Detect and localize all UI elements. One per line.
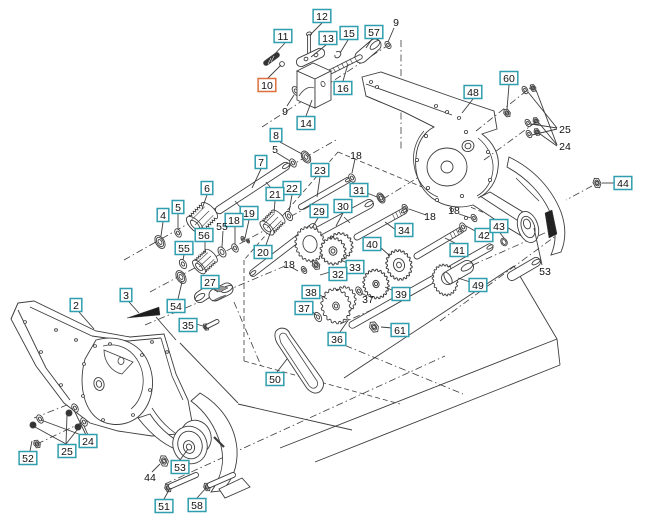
svg-text:37: 37 <box>362 294 374 306</box>
svg-text:40: 40 <box>366 239 378 251</box>
svg-text:35: 35 <box>182 320 194 332</box>
svg-text:49: 49 <box>472 280 484 292</box>
svg-text:9: 9 <box>282 106 288 118</box>
svg-text:33: 33 <box>349 262 361 274</box>
svg-text:11: 11 <box>278 31 289 43</box>
svg-text:25: 25 <box>61 446 73 458</box>
svg-text:18: 18 <box>350 150 362 162</box>
svg-text:44: 44 <box>617 178 629 190</box>
svg-text:9: 9 <box>393 17 399 29</box>
svg-text:38: 38 <box>305 287 317 299</box>
svg-text:18: 18 <box>283 259 295 271</box>
svg-text:13: 13 <box>322 33 334 45</box>
svg-text:60: 60 <box>503 73 515 85</box>
svg-text:44: 44 <box>144 472 156 484</box>
svg-text:25: 25 <box>559 124 571 136</box>
svg-text:18: 18 <box>228 215 240 227</box>
svg-text:21: 21 <box>269 189 281 201</box>
svg-text:18: 18 <box>448 205 460 217</box>
svg-text:12: 12 <box>316 11 328 23</box>
svg-text:51: 51 <box>158 501 170 513</box>
svg-text:18: 18 <box>424 211 436 223</box>
svg-text:32: 32 <box>332 269 344 281</box>
svg-text:29: 29 <box>313 206 325 218</box>
svg-text:61: 61 <box>394 325 406 337</box>
svg-text:55: 55 <box>216 221 228 233</box>
svg-text:19: 19 <box>243 208 255 220</box>
svg-text:48: 48 <box>467 87 479 99</box>
svg-text:24: 24 <box>82 436 94 448</box>
svg-text:22: 22 <box>286 183 298 195</box>
svg-text:16: 16 <box>337 83 349 95</box>
svg-text:57: 57 <box>368 27 380 39</box>
svg-text:52: 52 <box>22 453 34 465</box>
svg-text:14: 14 <box>300 118 312 130</box>
svg-text:3: 3 <box>123 290 129 302</box>
svg-text:31: 31 <box>353 185 365 197</box>
svg-text:23: 23 <box>314 165 326 177</box>
svg-text:27: 27 <box>204 277 216 289</box>
svg-text:50: 50 <box>269 374 281 386</box>
svg-text:10: 10 <box>261 80 273 92</box>
svg-text:5: 5 <box>272 144 278 156</box>
svg-text:6: 6 <box>204 183 210 195</box>
svg-text:53: 53 <box>539 266 551 278</box>
svg-text:36: 36 <box>331 334 343 346</box>
svg-text:43: 43 <box>493 221 505 233</box>
svg-text:42: 42 <box>478 230 490 242</box>
svg-text:54: 54 <box>170 301 182 313</box>
svg-text:55: 55 <box>178 243 190 255</box>
svg-text:15: 15 <box>343 28 355 40</box>
svg-text:58: 58 <box>191 500 203 512</box>
svg-text:2: 2 <box>73 300 79 312</box>
svg-text:37: 37 <box>298 303 310 315</box>
svg-text:20: 20 <box>257 247 269 259</box>
svg-text:8: 8 <box>273 130 279 142</box>
svg-text:41: 41 <box>453 245 465 257</box>
svg-text:4: 4 <box>160 210 166 222</box>
svg-text:53: 53 <box>174 462 186 474</box>
svg-text:5: 5 <box>175 202 181 214</box>
svg-text:24: 24 <box>559 141 571 153</box>
svg-text:39: 39 <box>395 289 407 301</box>
svg-text:7: 7 <box>258 157 264 169</box>
svg-text:34: 34 <box>398 225 410 237</box>
svg-text:30: 30 <box>337 201 349 213</box>
svg-text:56: 56 <box>198 230 210 242</box>
